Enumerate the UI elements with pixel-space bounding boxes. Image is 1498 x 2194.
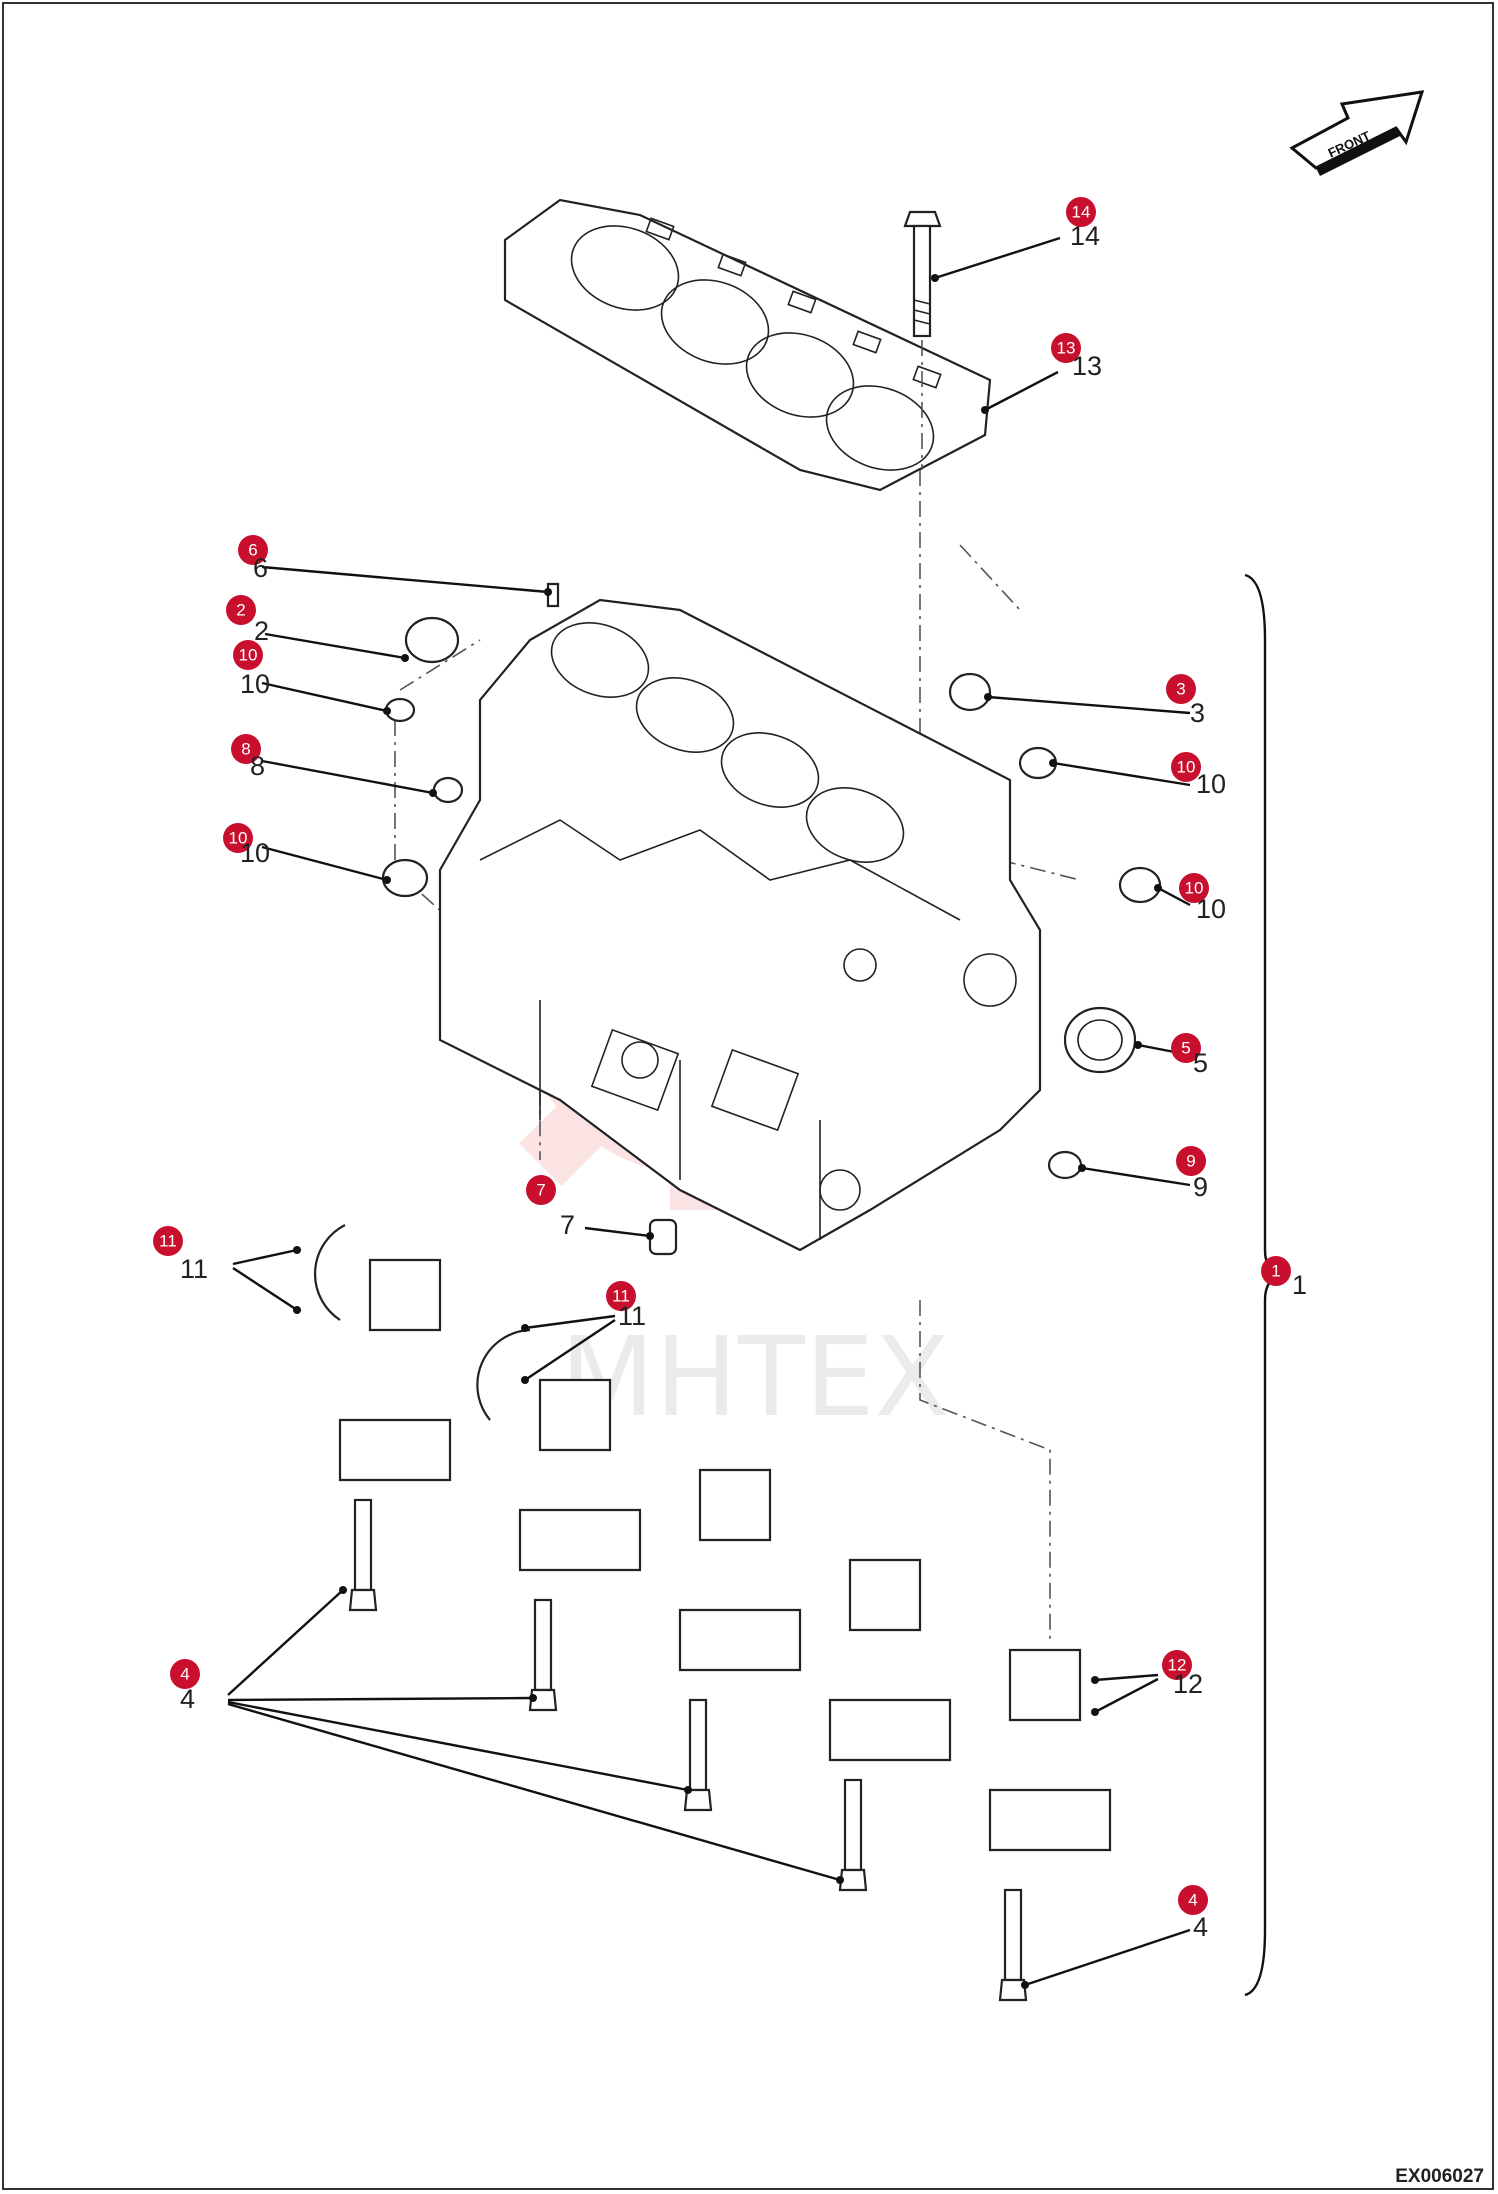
svg-text:14: 14 xyxy=(1072,203,1091,222)
cylinder-head-bolt xyxy=(903,210,942,338)
bushing-5 xyxy=(1063,1006,1137,1074)
callout-label: 11 xyxy=(618,1301,646,1331)
thrust-washer-11b xyxy=(476,1328,531,1421)
svg-text:13: 13 xyxy=(1057,339,1076,358)
callout-7[interactable]: 7 7 xyxy=(526,1175,575,1240)
callout-label: 4 xyxy=(180,1684,195,1714)
svg-text:1: 1 xyxy=(1271,1262,1280,1281)
assembly-centerlines xyxy=(394,340,1081,1640)
svg-text:8: 8 xyxy=(241,740,250,759)
callout-3[interactable]: 3 3 xyxy=(1166,674,1205,728)
callout-14[interactable]: 14 14 xyxy=(1066,197,1100,251)
callout-5[interactable]: 5 5 xyxy=(1171,1033,1208,1078)
plug-8 xyxy=(432,776,464,804)
svg-text:2: 2 xyxy=(236,601,245,620)
svg-text:5: 5 xyxy=(1181,1039,1190,1058)
callout-label: 4 xyxy=(1193,1912,1208,1942)
callout-label: 2 xyxy=(254,616,269,646)
plug-7 xyxy=(648,1218,678,1256)
callout-10-mid-left[interactable]: 10 10 xyxy=(223,823,270,868)
svg-text:10: 10 xyxy=(1185,879,1204,898)
svg-text:3: 3 xyxy=(1176,680,1185,699)
svg-text:12: 12 xyxy=(1168,1656,1187,1675)
callout-label: 10 xyxy=(1196,769,1226,799)
svg-text:11: 11 xyxy=(612,1287,630,1306)
svg-text:4: 4 xyxy=(1188,1891,1197,1910)
plug-9 xyxy=(1047,1150,1083,1180)
callout-label: 10 xyxy=(1196,894,1226,924)
plug-2 xyxy=(404,616,460,664)
leader-dots xyxy=(293,274,1162,1989)
leader-lines xyxy=(227,236,1191,1987)
callout-label: 11 xyxy=(180,1254,208,1284)
callout-4-right[interactable]: 4 4 xyxy=(1178,1885,1208,1942)
callouts: 14 14 13 13 6 6 2 2 10 10 8 8 10 10 3 3 xyxy=(153,197,1307,1942)
seal-10d xyxy=(1118,866,1162,904)
callout-10-right-lower[interactable]: 10 10 xyxy=(1179,873,1226,924)
svg-text:10: 10 xyxy=(239,646,258,665)
callout-11-left[interactable]: 11 11 xyxy=(153,1226,208,1284)
callout-label: 13 xyxy=(1072,351,1102,381)
callout-label: 14 xyxy=(1070,221,1100,251)
svg-text:6: 6 xyxy=(248,541,257,560)
callout-10-top-left[interactable]: 10 10 xyxy=(233,640,270,699)
diagram-code: EX006027 xyxy=(1395,2166,1484,2187)
callout-label: 7 xyxy=(560,1210,575,1240)
callout-label: 10 xyxy=(240,838,270,868)
callout-12[interactable]: 12 12 xyxy=(1162,1650,1203,1699)
svg-text:9: 9 xyxy=(1186,1152,1195,1171)
callout-11-center[interactable]: 11 11 xyxy=(606,1281,646,1331)
callout-label: 5 xyxy=(1193,1048,1208,1078)
thrust-washer-11a xyxy=(313,1224,346,1321)
callout-label: 3 xyxy=(1190,698,1205,728)
callout-label: 8 xyxy=(250,751,265,781)
plug-3 xyxy=(948,672,992,712)
callout-4-left[interactable]: 4 4 xyxy=(170,1659,200,1714)
svg-text:7: 7 xyxy=(536,1181,545,1200)
front-arrow-icon: FRONT xyxy=(1289,90,1425,176)
head-gasket xyxy=(503,198,992,492)
callout-1[interactable]: 1 1 xyxy=(1261,1256,1307,1300)
callout-6[interactable]: 6 6 xyxy=(238,535,268,583)
callout-label: 6 xyxy=(253,553,268,583)
watermark-text: MHTEX xyxy=(560,1313,950,1441)
callout-9[interactable]: 9 9 xyxy=(1176,1146,1208,1202)
svg-text:11: 11 xyxy=(159,1232,177,1251)
callout-2[interactable]: 2 2 xyxy=(226,595,269,646)
callout-8[interactable]: 8 8 xyxy=(231,734,265,781)
callout-13[interactable]: 13 13 xyxy=(1051,333,1102,381)
callout-10-right-upper[interactable]: 10 10 xyxy=(1171,752,1226,799)
svg-text:10: 10 xyxy=(1177,758,1196,777)
callout-label: 9 xyxy=(1193,1172,1208,1202)
main-bearing-assemblies xyxy=(338,1258,1112,2002)
callout-label: 10 xyxy=(240,669,270,699)
callout-label: 12 xyxy=(1173,1669,1203,1699)
cylinder-block xyxy=(438,598,1042,1252)
callout-label: 1 xyxy=(1292,1270,1307,1300)
svg-text:10: 10 xyxy=(229,829,248,848)
svg-text:4: 4 xyxy=(180,1665,189,1684)
